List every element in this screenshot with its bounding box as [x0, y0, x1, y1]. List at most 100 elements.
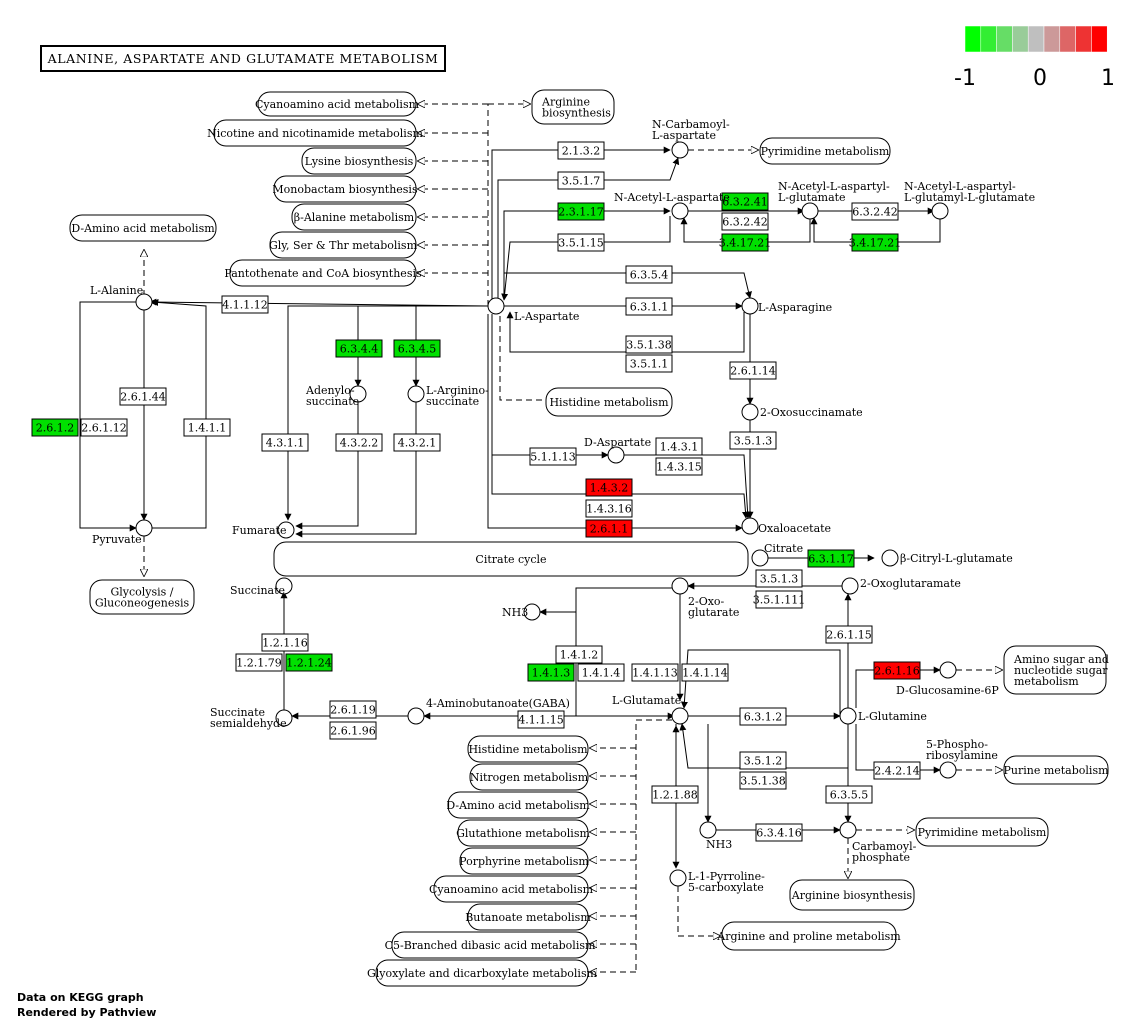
- compound-c_glu[interactable]: L-Glutamate: [612, 694, 689, 725]
- enzyme-e11[interactable]: 6.3.1.1: [625, 297, 673, 316]
- enzyme-e42[interactable]: 1.4.1.14: [681, 663, 729, 682]
- enzyme-e15[interactable]: 6.3.4.4: [335, 339, 383, 358]
- enzyme-e37[interactable]: 1.2.1.24: [285, 653, 333, 672]
- enzyme-e50[interactable]: 3.5.1.38: [739, 771, 787, 790]
- enzyme-e49[interactable]: 3.5.1.2: [739, 751, 787, 770]
- enzyme-e3[interactable]: 2.3.1.17: [557, 202, 605, 221]
- enzyme-e54[interactable]: 6.3.4.16: [755, 823, 803, 842]
- enzyme-e4[interactable]: 3.5.1.15: [557, 233, 605, 252]
- enzyme-e18[interactable]: 2.6.1.2: [31, 418, 79, 437]
- map-m12[interactable]: Glycolysis /Gluconeogenesis: [89, 579, 195, 615]
- enzyme-e40[interactable]: 1.4.1.4: [577, 663, 625, 682]
- enzyme-e53[interactable]: 2.4.2.14: [873, 761, 921, 780]
- map-m24[interactable]: Purine metabolism: [1003, 755, 1109, 785]
- enzyme-e32[interactable]: 6.3.1.17: [807, 549, 855, 568]
- enzyme-e44[interactable]: 2.6.1.16: [873, 661, 921, 680]
- compound-c_ala[interactable]: L-Alanine: [90, 284, 153, 311]
- enzyme-e6[interactable]: 6.3.2.42: [721, 212, 769, 231]
- map-m10[interactable]: D-Amino acid metabolism: [69, 214, 217, 242]
- compound-c_2oxog[interactable]: 2-Oxo-glutarate: [671, 577, 739, 619]
- map-m21[interactable]: Butanoate metabolism: [465, 903, 591, 931]
- compound-c_2oxos[interactable]: 2-Oxosuccinamate: [741, 403, 863, 421]
- enzyme-e27[interactable]: 1.4.3.1: [655, 437, 703, 456]
- compound-c_nacglu[interactable]: N-Acetyl-L-aspartyl-L-glutamate: [778, 180, 890, 220]
- map-m18[interactable]: Glutathione metabolism: [456, 819, 590, 847]
- enzyme-e26[interactable]: 5.1.1.13: [529, 447, 577, 466]
- map-m16[interactable]: Nitrogen metabolism: [469, 763, 589, 791]
- map-m5[interactable]: β-Alanine metabolism: [291, 203, 417, 231]
- enzyme-e24[interactable]: 2.6.1.14: [729, 361, 777, 380]
- enzyme-e31[interactable]: 2.6.1.1: [585, 519, 633, 538]
- enzyme-e22[interactable]: 4.3.2.2: [335, 433, 383, 452]
- enzyme-e13[interactable]: 3.5.1.1: [625, 354, 673, 373]
- compound-c_prpp[interactable]: 5-Phospho-ribosylamine: [926, 738, 998, 779]
- map-m25[interactable]: Pyrimidine metabolism: [915, 817, 1049, 847]
- map-m17[interactable]: D-Amino acid metabolism: [446, 791, 590, 819]
- map-m9[interactable]: Pyrimidine metabolism: [759, 137, 891, 165]
- compound-c_nacglu2[interactable]: N-Acetyl-L-aspartyl-L-glutamyl-L-glutama…: [904, 180, 1035, 220]
- map-m1[interactable]: Cyanoamino acid metabolism: [255, 91, 420, 117]
- enzyme-e10[interactable]: 6.3.5.4: [625, 265, 673, 284]
- compound-c_nacasp[interactable]: N-Acetyl-L-aspartate: [614, 191, 730, 220]
- compound-c_g6p[interactable]: D-Glucosamine-6P: [896, 661, 999, 697]
- map-m15[interactable]: Histidine metabolism: [467, 735, 589, 763]
- map-m3[interactable]: Lysine biosynthesis: [301, 147, 417, 175]
- enzyme-e51[interactable]: 1.2.1.88: [651, 785, 699, 804]
- compound-c_pyr[interactable]: Pyruvate: [92, 519, 153, 546]
- enzyme-e39[interactable]: 1.4.1.3: [527, 663, 575, 682]
- map-m2[interactable]: Nicotine and nicotinamide metabolism: [207, 119, 423, 147]
- enzyme-e30[interactable]: 1.4.3.16: [585, 499, 633, 518]
- map-m13[interactable]: Citrate cycle: [273, 541, 749, 577]
- enzyme-e41[interactable]: 1.4.1.13: [631, 663, 679, 682]
- compound-c_argsuc[interactable]: L-Arginino-succinate: [407, 384, 489, 408]
- compound-c_asp[interactable]: L-Aspartate: [487, 297, 579, 323]
- compound-c_gln[interactable]: L-Glutamine: [839, 707, 927, 725]
- compound-c_ncarb[interactable]: N-Carbamoyl-L-aspartate: [652, 118, 730, 159]
- map-m4[interactable]: Monobactam biosynthesis: [272, 175, 418, 203]
- enzyme-e8[interactable]: 6.3.2.42: [851, 202, 899, 221]
- map-m11[interactable]: Histidine metabolism: [545, 387, 673, 417]
- enzyme-e19[interactable]: 2.6.1.12: [80, 418, 128, 437]
- enzyme-e45[interactable]: 2.6.1.19: [329, 700, 377, 719]
- enzyme-e34[interactable]: 3.5.1.111: [753, 590, 805, 609]
- map-m6[interactable]: Gly, Ser & Thr metabolism: [269, 231, 418, 259]
- enzyme-e38[interactable]: 1.4.1.2: [555, 645, 603, 664]
- enzyme-e5[interactable]: 6.3.2.41: [721, 192, 769, 211]
- enzyme-e20[interactable]: 1.4.1.1: [183, 418, 231, 437]
- enzyme-e29[interactable]: 1.4.3.2: [585, 478, 633, 497]
- map-m20[interactable]: Cyanoamino acid metabolism: [429, 875, 594, 903]
- enzyme-e47[interactable]: 4.1.1.15: [517, 710, 565, 729]
- enzyme-e21[interactable]: 4.3.1.1: [261, 433, 309, 452]
- compound-c_fum[interactable]: Fumarate: [232, 521, 295, 539]
- enzyme-e28[interactable]: 1.4.3.15: [655, 457, 703, 476]
- compound-c_gaba[interactable]: 4-Aminobutanoate(GABA): [407, 697, 570, 725]
- enzyme-e9[interactable]: 3.4.17.21: [849, 233, 901, 252]
- enzyme-e25[interactable]: 3.5.1.3: [729, 431, 777, 450]
- enzyme-e36[interactable]: 1.2.1.79: [235, 653, 283, 672]
- compound-c_cit[interactable]: Citrate: [751, 542, 803, 567]
- compound-c_adsuc[interactable]: Adenylo-succinate: [305, 384, 367, 408]
- enzyme-e7[interactable]: 3.4.17.21: [719, 233, 771, 252]
- enzyme-e16[interactable]: 6.3.4.5: [393, 339, 441, 358]
- enzyme-e43[interactable]: 2.6.1.15: [825, 625, 873, 644]
- enzyme-e46[interactable]: 2.6.1.96: [329, 721, 377, 740]
- map-m22[interactable]: C5-Branched dibasic acid metabolism: [385, 931, 596, 959]
- map-m7[interactable]: Pantothenate and CoA biosynthesis: [224, 259, 422, 287]
- map-m27[interactable]: Arginine and proline metabolism: [716, 921, 901, 951]
- map-m19[interactable]: Porphyrine metabolism: [459, 847, 589, 875]
- compound-c_suc[interactable]: Succinate: [230, 577, 293, 597]
- enzyme-e33[interactable]: 3.5.1.3: [755, 569, 803, 588]
- compound-c_oaa[interactable]: Oxaloacetate: [741, 517, 831, 535]
- enzyme-e17[interactable]: 2.6.1.44: [119, 387, 167, 406]
- enzyme-e14[interactable]: 4.1.1.12: [221, 295, 269, 314]
- enzyme-e12[interactable]: 3.5.1.38: [625, 335, 673, 354]
- enzyme-e52[interactable]: 6.3.5.5: [825, 785, 873, 804]
- compound-c_nh3a[interactable]: NH3: [502, 603, 541, 621]
- map-m23[interactable]: Glyoxylate and dicarboxylate metabolism: [367, 959, 598, 987]
- compound-c_asn[interactable]: L-Asparagine: [741, 297, 832, 315]
- compound-c_cp[interactable]: Carbamoyl-phosphate: [839, 821, 917, 864]
- enzyme-e2[interactable]: 3.5.1.7: [557, 171, 605, 190]
